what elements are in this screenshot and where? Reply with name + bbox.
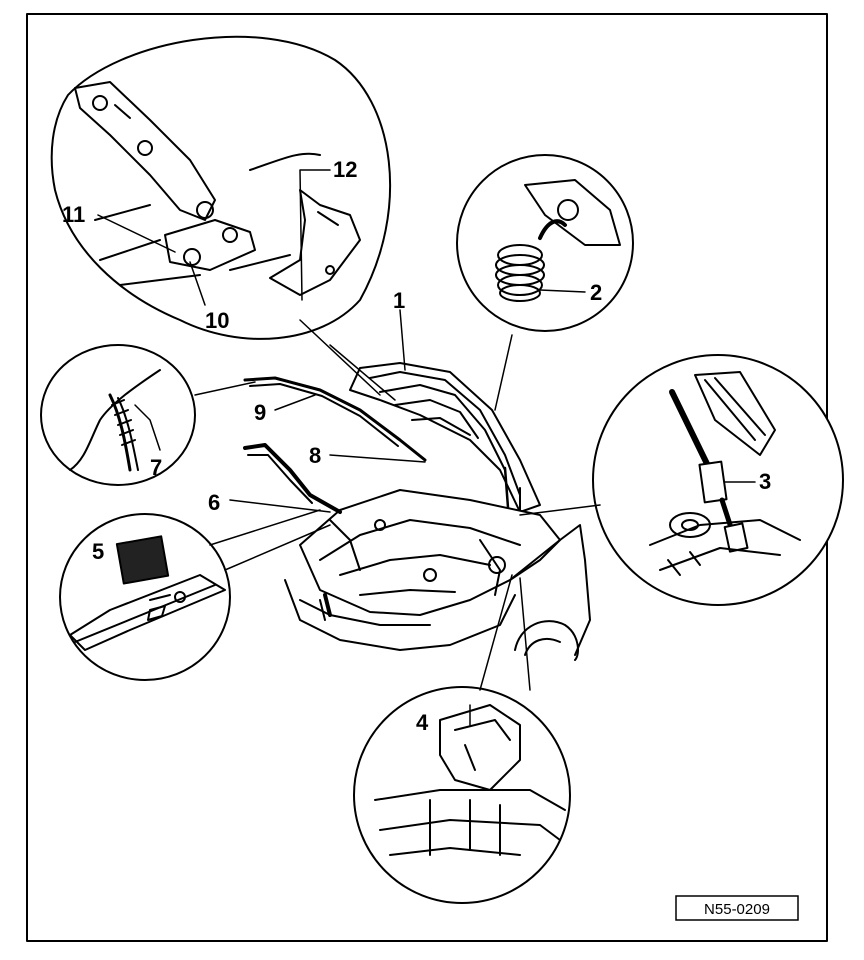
reference-code: N55-0209: [704, 901, 770, 918]
callout-12: 12: [333, 157, 357, 182]
callout-8: 8: [309, 443, 321, 468]
callout-leaders: [229, 309, 426, 513]
callout-7: 7: [150, 455, 162, 480]
callout-1: 1: [393, 288, 405, 313]
detail-seal-clip-circle: [40, 344, 196, 486]
car-front-illustration: [243, 362, 591, 661]
detail-strut-circle: [592, 354, 844, 606]
callout-10: 10: [205, 308, 229, 333]
detail-buffer-circle: [59, 513, 231, 681]
callout-9: 9: [254, 400, 266, 425]
detail-connector-lines: [194, 319, 601, 691]
detail-spring-circle: [456, 154, 634, 332]
callout-4: 4: [416, 710, 429, 735]
detail-lock-circle: [353, 686, 571, 904]
callout-2: 2: [590, 280, 602, 305]
reference-code-box: N55-0209: [675, 895, 799, 921]
callout-11: 11: [62, 202, 85, 227]
callout-5: 5: [92, 539, 104, 564]
detail-hinge-circle: [50, 35, 392, 340]
callout-3: 3: [759, 469, 771, 494]
callout-labels: 1 2 3 4 5 6 7 8 9 10 11 12: [62, 157, 771, 735]
callout-6: 6: [208, 490, 220, 515]
